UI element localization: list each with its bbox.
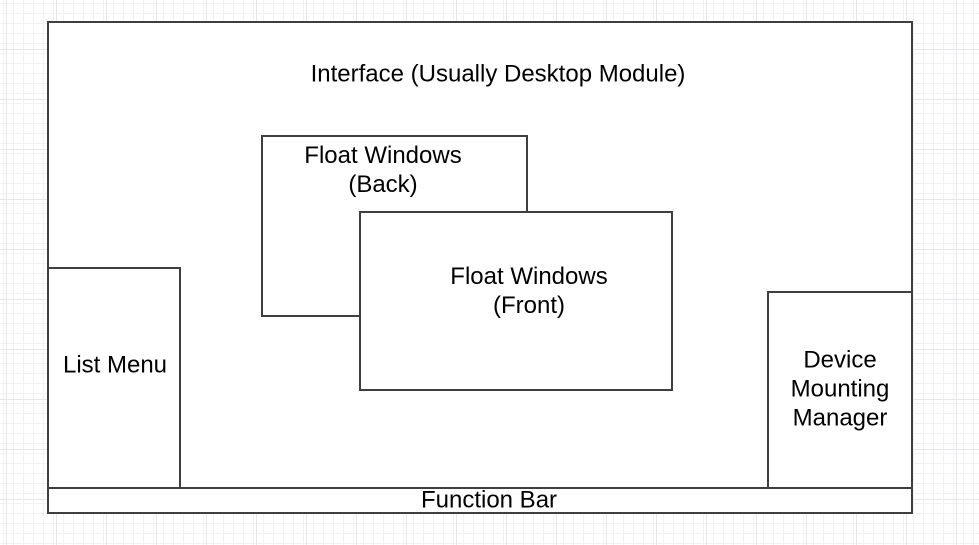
float-windows-front-box[interactable]	[359, 211, 673, 391]
function-bar-box[interactable]	[47, 487, 913, 514]
list-menu-box[interactable]	[47, 267, 181, 489]
device-mounting-manager-box[interactable]	[767, 291, 913, 489]
